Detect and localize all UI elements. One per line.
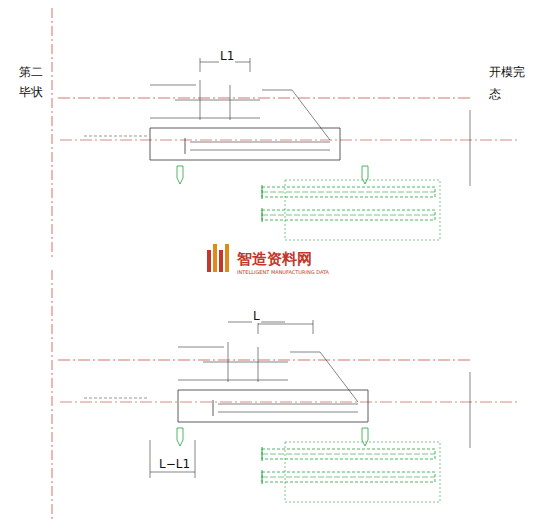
- dimension-label: L: [252, 310, 261, 323]
- mold-line: [230, 437, 440, 520]
- mold-line: [230, 175, 440, 258]
- mold-line: [285, 442, 440, 502]
- mold-line: [440, 374, 506, 448]
- mold-line: [470, 372, 471, 448]
- state-caption: 开模完: [488, 66, 526, 79]
- dimension-label: L−L1: [158, 458, 191, 471]
- mold-line: [70, 86, 150, 160]
- mold-line: [385, 302, 440, 392]
- mold-line: [52, 8, 53, 258]
- slider-line: [178, 390, 368, 422]
- slider-line: [218, 404, 358, 412]
- mold-line: [362, 166, 368, 184]
- mold-line: [285, 180, 440, 240]
- mold-line: [262, 192, 435, 193]
- mold-line: [262, 187, 435, 197]
- mold-line: [262, 447, 263, 461]
- mold-line: [262, 477, 435, 478]
- mold-line: [262, 215, 435, 216]
- mold-line: [345, 392, 470, 422]
- slider-line: [145, 75, 262, 125]
- mold-line: [62, 10, 230, 258]
- slider-line: [185, 138, 186, 154]
- slider-line: [178, 347, 288, 380]
- mold-line: [262, 185, 263, 199]
- mold-line: [262, 449, 435, 459]
- state-caption: 第二: [18, 66, 44, 79]
- watermark-icon: [207, 244, 229, 272]
- dimension-label: L1: [219, 50, 235, 63]
- mold-line: [345, 130, 470, 160]
- mold-line: [385, 40, 440, 130]
- mold-line: [440, 112, 506, 186]
- watermark: 智造资料网: [236, 251, 313, 268]
- mold-line: [177, 428, 183, 446]
- slider-line: [150, 85, 260, 118]
- mold-line: [52, 270, 53, 520]
- mold-line: [262, 472, 435, 482]
- slider-line: [213, 400, 214, 416]
- mold-line: [362, 428, 368, 446]
- slider-line: [290, 340, 373, 422]
- state-caption: 毕状: [18, 86, 44, 99]
- mold-line: [58, 98, 470, 99]
- mold-line: [84, 398, 148, 399]
- mold-state: [52, 270, 520, 520]
- mold-line: [60, 140, 520, 141]
- mold-line: [160, 163, 440, 172]
- mold-line: [262, 208, 263, 222]
- slider-line: [150, 128, 340, 160]
- slider-line: [290, 352, 358, 402]
- mold-line: [470, 110, 471, 186]
- mold-line: [160, 425, 440, 434]
- mold-line: [262, 210, 435, 220]
- mold-line: [60, 402, 520, 403]
- mold-line: [200, 330, 262, 334]
- mold-line: [63, 357, 80, 364]
- mold-state: [52, 8, 520, 258]
- slider-line: [262, 78, 345, 160]
- slider-line: [262, 90, 330, 140]
- mold-line: [58, 360, 470, 361]
- mold-line: [70, 348, 150, 422]
- slider-line: [228, 342, 258, 382]
- dimension-line: [150, 440, 195, 478]
- mold-line: [262, 454, 435, 455]
- mold-line: [177, 166, 183, 184]
- mold-line: [84, 136, 148, 137]
- slider-line: [190, 142, 330, 150]
- slider: [145, 58, 345, 160]
- watermark: INTELLIGENT MANUFACTURING DATA: [236, 270, 330, 276]
- mold-line: [62, 272, 230, 520]
- slider: [173, 320, 373, 422]
- mold-line: [63, 95, 80, 102]
- mold-line: [262, 470, 263, 484]
- slider-line: [200, 80, 230, 120]
- slider-line: [173, 337, 290, 387]
- mold-line: [200, 68, 262, 72]
- state-caption: 态: [488, 88, 502, 101]
